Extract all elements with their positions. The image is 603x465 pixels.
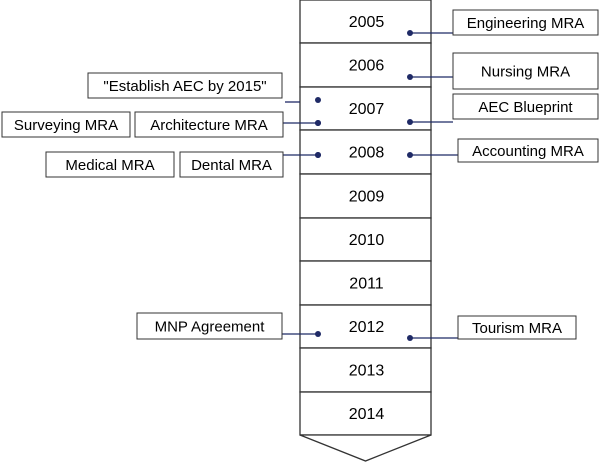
year-cell: 2013 <box>299 347 432 393</box>
event-label: Dental MRA <box>191 157 272 174</box>
timeline-arrow-head <box>299 434 432 462</box>
connector-dot <box>315 152 321 158</box>
year-label: 2012 <box>349 319 385 336</box>
connector-mnp-agreement <box>282 331 321 337</box>
connector-dot <box>315 120 321 126</box>
event-label: AEC Blueprint <box>478 99 573 116</box>
year-label: 2008 <box>349 145 385 162</box>
connector-dot <box>407 119 413 125</box>
year-label: 2013 <box>349 363 385 380</box>
event-label: "Establish AEC by 2015" <box>103 78 266 95</box>
connector-lines <box>282 30 458 341</box>
event-boxes: Engineering MRA Nursing MRA AEC Blueprint "… <box>1 9 599 340</box>
connector-architecture-mra <box>283 120 321 126</box>
connector-engineering-mra <box>407 30 453 36</box>
event-label: Accounting MRA <box>472 143 584 160</box>
year-label: 2014 <box>349 406 385 423</box>
event-label: Surveying MRA <box>14 117 118 134</box>
year-cell: 2014 <box>299 391 432 436</box>
event-aec-blueprint: AEC Blueprint <box>452 93 599 120</box>
year-cell: 2005 <box>299 0 432 44</box>
event-surveying-mra: Surveying MRA <box>1 111 131 138</box>
year-label: 2010 <box>349 232 385 249</box>
year-label: 2007 <box>349 101 385 118</box>
connector-dot <box>407 335 413 341</box>
event-label: Architecture MRA <box>150 117 268 134</box>
event-accounting-mra: Accounting MRA <box>457 138 599 163</box>
event-establish-aec-by-2015: "Establish AEC by 2015" <box>87 72 283 99</box>
event-architecture-mra: Architecture MRA <box>134 111 284 138</box>
event-mnp-agreement: MNP Agreement <box>136 312 283 340</box>
year-label: 2005 <box>349 14 385 31</box>
event-tourism-mra: Tourism MRA <box>457 315 577 340</box>
connector-aec-blueprint <box>407 119 453 125</box>
year-label: 2006 <box>349 58 385 75</box>
connector-establish-aec-by-2015 <box>285 97 321 103</box>
event-label: Tourism MRA <box>472 320 562 337</box>
event-medical-mra: Medical MRA <box>45 151 175 178</box>
year-cell: 2010 <box>299 217 432 262</box>
event-label: Medical MRA <box>65 157 154 174</box>
connector-dot <box>315 97 321 103</box>
year-cell: 2008 <box>299 129 432 175</box>
connector-dot <box>407 152 413 158</box>
event-label: Engineering MRA <box>467 15 585 32</box>
year-column: 2005 2006 2007 2008 2009 2010 2011 2012 2013 2014 <box>299 0 432 462</box>
year-cell: 2006 <box>299 42 432 88</box>
connector-accounting-mra <box>407 152 458 158</box>
event-label: MNP Agreement <box>155 319 266 336</box>
event-nursing-mra: Nursing MRA <box>452 52 599 90</box>
connector-dot <box>407 30 413 36</box>
connector-dot <box>315 331 321 337</box>
event-engineering-mra: Engineering MRA <box>452 9 599 36</box>
year-cell: 2009 <box>299 173 432 219</box>
year-cell: 2012 <box>299 304 432 349</box>
connector-dot <box>407 74 413 80</box>
event-dental-mra: Dental MRA <box>179 151 284 178</box>
year-label: 2009 <box>349 189 385 206</box>
year-cell: 2011 <box>299 260 432 306</box>
year-label: 2011 <box>349 276 384 293</box>
connector-dental-mra <box>283 152 321 158</box>
event-label: Nursing MRA <box>481 64 570 81</box>
connector-tourism-mra <box>407 335 458 341</box>
connector-nursing-mra <box>407 74 453 80</box>
